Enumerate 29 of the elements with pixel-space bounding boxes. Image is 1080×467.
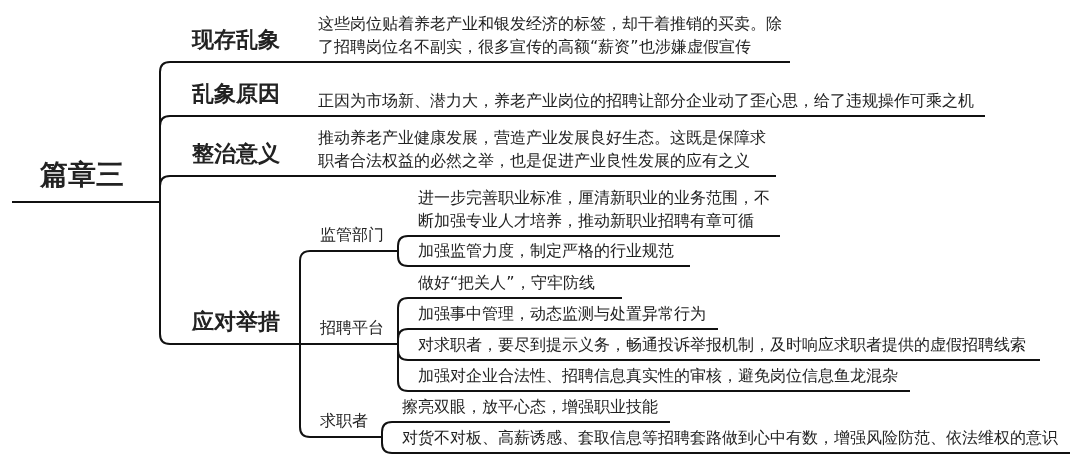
detail-text: 加强对企业合法性、招聘信息真实性的审核，避免岗位信息鱼龙混杂 [410, 364, 910, 392]
connector-line [397, 235, 411, 252]
detail-text: 加强监管力度，制定严格的行业规范 [410, 239, 690, 267]
branch-topic: 整治意义 [175, 139, 300, 177]
connector-line [299, 61, 311, 63]
connector-line [299, 115, 311, 117]
detail-text: 擦亮双眼，放平心态，增强职业技能 [394, 395, 670, 423]
connector-line [397, 328, 411, 345]
branch-topic: 乱象原因 [175, 79, 300, 117]
subtopic-label: 求职者 [312, 409, 382, 438]
branch-topic: 现存乱象 [175, 25, 300, 63]
root-topic: 篇章三 [12, 157, 160, 203]
subtopic-label: 监管部门 [312, 223, 398, 252]
connector-line [381, 421, 395, 438]
detail-text: 对求职者，要尽到提示义务，畅通投诉举报机制，及时响应求职者提供的虚假招聘线索 [410, 333, 1040, 361]
detail-text: 推动养老产业健康发展，营造产业发展良好生态。这既是保障求职者合法权益的必然之举，也是促进产业良性发展的应有之义 [310, 126, 776, 177]
branch-topic: 应对举措 [175, 307, 300, 345]
connector-line [299, 343, 313, 345]
detail-text: 这些岗位贴着养老产业和银发经济的标签，却干着推销的买卖。除了招聘岗位名不副实，很多宣传的高额“薪资”也涉嫌虚假宣传 [310, 12, 790, 63]
detail-text: 做好“把关人”，守牢防线 [410, 271, 622, 299]
subtopic-label: 招聘平台 [312, 316, 398, 345]
connector-line [381, 436, 395, 454]
detail-text: 加强事中管理，动态监测与处置异常行为 [410, 302, 718, 330]
detail-text: 进一步完善职业标准，厘清新职业的业务范围，不断加强专业人才培养，推动新职业招聘有章可循 [410, 186, 780, 237]
connector-line [159, 175, 176, 203]
detail-text: 对货不对板、高薪诱感、套取信息等招聘套路做到心中有数，增强风险防范、依法维权的意识 [394, 426, 1070, 454]
detail-text: 正因为市场新、潜力大，养老产业岗位的招聘让部分企业动了歪心思，给了违规操作可乘之机 [310, 89, 985, 117]
connector-line [299, 175, 311, 177]
connector-line [397, 250, 411, 267]
